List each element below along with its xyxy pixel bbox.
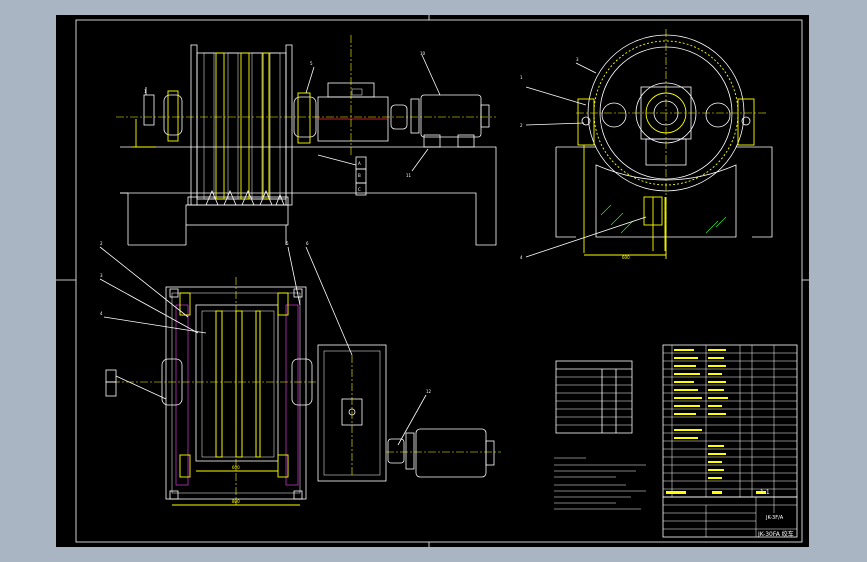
svg-text:6: 6 [306, 241, 309, 246]
scale-label: 1:1 [760, 489, 770, 496]
title-block [662, 496, 798, 538]
tech-parameter-table [555, 360, 633, 434]
svg-text:11: 11 [406, 173, 412, 178]
svg-text:C: C [358, 187, 361, 192]
technical-notes [554, 457, 646, 510]
svg-text:800: 800 [232, 499, 240, 504]
drawing-canvas: 1 5 A B C 10 11 [56, 15, 809, 547]
drum-plan [195, 304, 279, 462]
svg-text:600: 600 [232, 465, 240, 470]
side-view: 600 1 2 3 4 [520, 29, 773, 260]
svg-text:3: 3 [100, 273, 103, 278]
front-view: 1 5 A B C 10 11 [116, 35, 497, 246]
svg-text:B: B [358, 173, 361, 178]
svg-text:2: 2 [100, 241, 103, 246]
svg-text:A: A [358, 161, 361, 166]
svg-text:10: 10 [420, 51, 426, 56]
sheet-title: JK-30FA 绞车 [758, 531, 794, 538]
svg-text:1: 1 [144, 89, 147, 94]
parts-list [662, 344, 798, 498]
drum-front [196, 52, 287, 200]
svg-text:3: 3 [576, 57, 579, 62]
svg-text:4: 4 [520, 255, 523, 260]
svg-text:2: 2 [520, 123, 523, 128]
drawing-code: JK-3F/A [766, 515, 784, 521]
drawing-sheet[interactable]: 1 5 A B C 10 11 [56, 15, 809, 547]
plan-view: 800 600 2 3 4 5 6 12 [99, 241, 501, 506]
drawing-frame [75, 19, 803, 543]
svg-text:5: 5 [286, 241, 289, 246]
svg-text:12: 12 [426, 389, 432, 394]
svg-text:4: 4 [100, 311, 103, 316]
svg-text:1: 1 [520, 75, 523, 80]
svg-text:600: 600 [622, 255, 630, 260]
svg-text:5: 5 [310, 61, 313, 66]
